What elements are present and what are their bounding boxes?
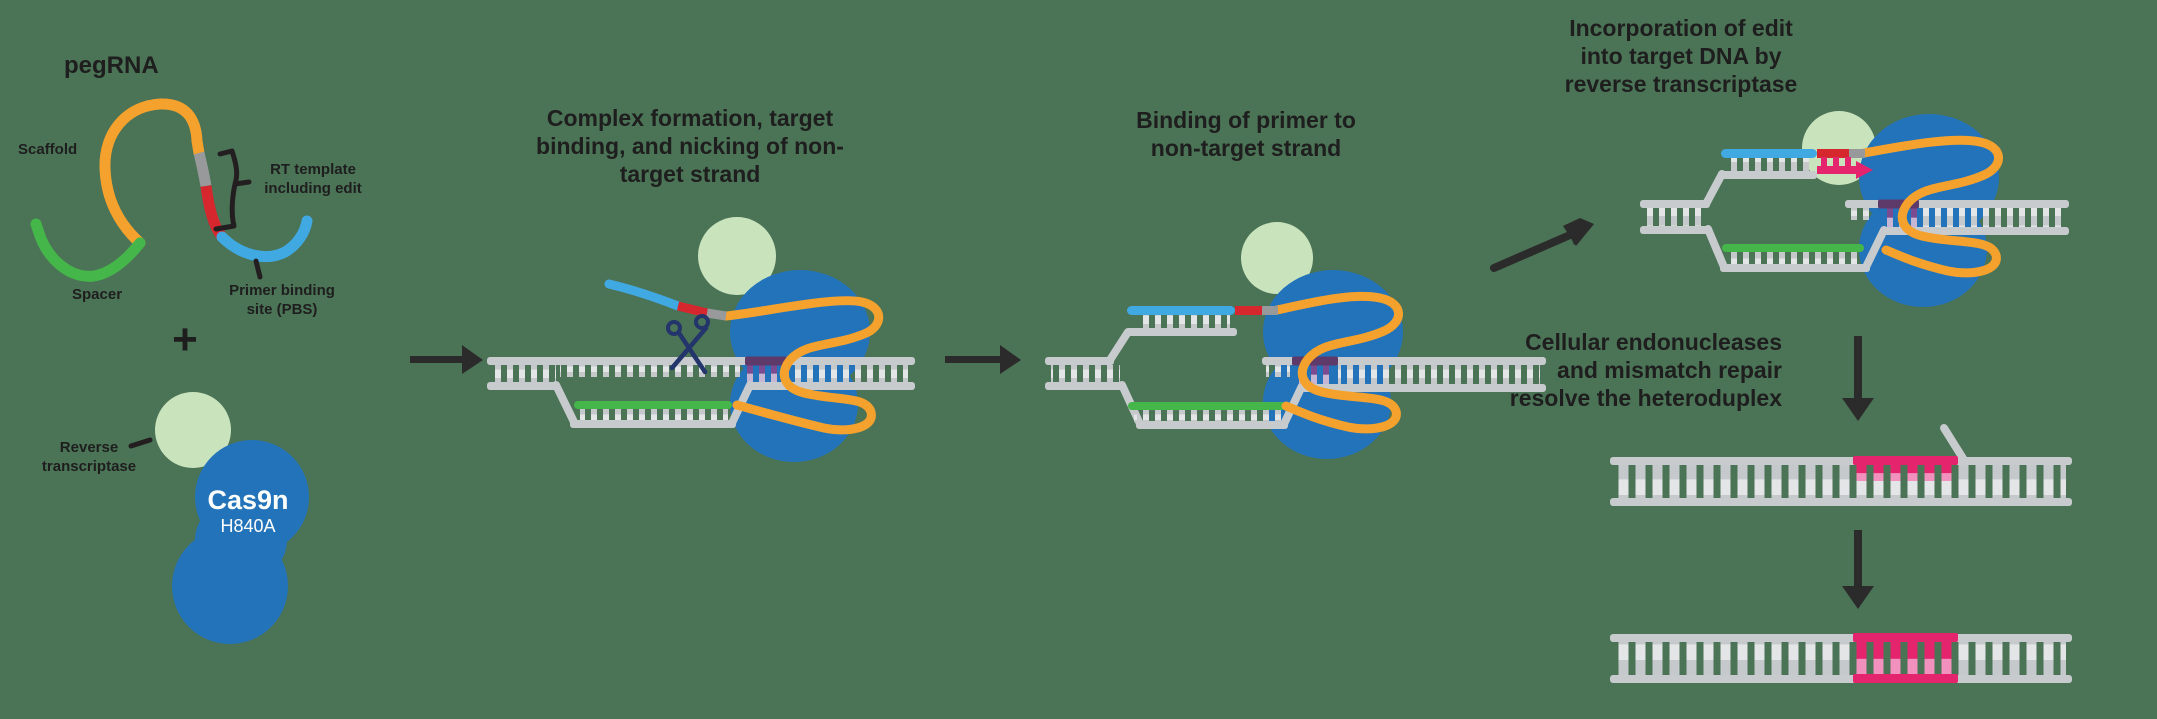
panel2-title: Complex formation, target binding, and n… (536, 105, 844, 187)
panel4-complex (1640, 111, 2069, 307)
spacer-label: Spacer (72, 286, 123, 303)
dna-rloop-p3 (1045, 315, 1546, 429)
pegrna-scaffold-strand (99, 98, 205, 249)
spacer-bound-strand-p3 (1128, 402, 1286, 410)
pegrna-title: pegRNA (64, 52, 159, 79)
pegrna-spacer-segment (30, 218, 146, 282)
edited-strand-segment (1853, 456, 1958, 465)
panel3-title: Binding of primer to non-target strand (1136, 107, 1356, 161)
five-prime-flap (1940, 424, 1968, 464)
scissors-icon (666, 314, 710, 375)
pegrna-structure (30, 98, 313, 282)
scaffold-label: Scaffold (18, 141, 78, 158)
rna-extension-p2 (604, 279, 727, 321)
panel4-title: Incorporation of edit into target DNA by… (1564, 15, 1798, 97)
plus-sign: + (172, 315, 198, 364)
pbs-pointer-line (253, 258, 263, 280)
pegrna-pbs-segment (216, 215, 313, 263)
rt-circle-p3 (1241, 222, 1313, 294)
pegrna-loops-p2 (721, 296, 884, 435)
pegrna-loops-p4 (1859, 135, 2003, 278)
spacer-bound-strand-p2 (574, 401, 732, 409)
step-arrow-down-2 (1842, 530, 1874, 609)
edit-top-strand (1853, 633, 1958, 642)
spacer-bound-strand-p4 (1722, 244, 1864, 252)
rt-template-bracket (213, 148, 252, 232)
panel2-complex (487, 217, 915, 462)
cas9n-blob (172, 440, 309, 644)
resolved-edited-dna (1610, 633, 2072, 683)
step-arrow-down-1 (1842, 336, 1874, 421)
pbs-label: Primer binding site (PBS) (229, 282, 335, 318)
pegrna-linker-segment (193, 151, 212, 187)
pam-segment-p2 (745, 356, 790, 366)
rt-cas9n-standalone (128, 392, 309, 644)
resolve-heteroduplex-label: Cellular endonucleases and mismatch repa… (1509, 329, 1782, 411)
cas9n-variant-label: H840A (220, 516, 276, 536)
reverse-transcriptase-circle (155, 392, 231, 468)
rt-circle-p2 (698, 217, 776, 295)
new-edit-dna-arrow (1817, 157, 1873, 179)
dna-duplex-p2 (487, 356, 915, 428)
reverse-transcriptase-label: Reverse transcriptase (41, 439, 137, 475)
rt-pointer-line (128, 437, 153, 449)
pegrna-loops-p3 (1272, 291, 1403, 434)
primer-bound-rna-p3 (1127, 306, 1278, 315)
heteroduplex-dna (1610, 424, 2072, 506)
rt-template-rna-p4 (1721, 149, 1865, 158)
edit-bottom-strand (1853, 674, 1958, 683)
rt-template-label: RT template including edit (264, 161, 362, 197)
panel3-complex (1045, 222, 1546, 459)
step-arrow-2 (945, 345, 1021, 374)
step-arrow-3-diagonal (1490, 218, 1594, 272)
step-arrow-1 (410, 345, 483, 374)
cas9n-label: Cas9n (207, 485, 289, 515)
